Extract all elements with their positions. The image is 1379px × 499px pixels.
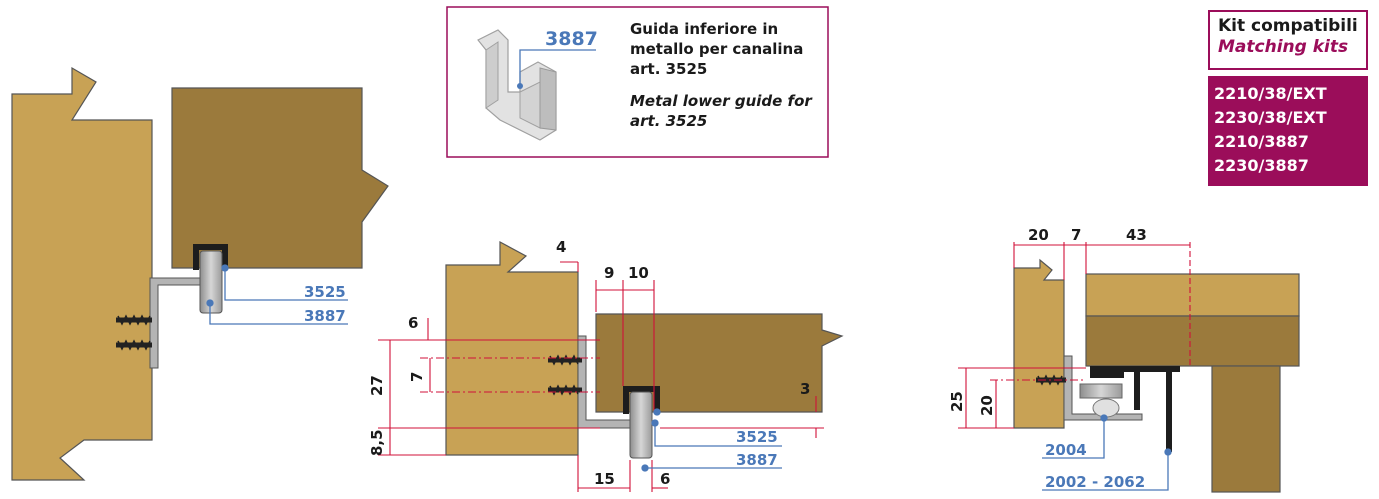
- popup-line3: art. 3525: [630, 60, 707, 78]
- left-ref-3525: 3525: [304, 283, 346, 301]
- right-wall-panel: [1013, 258, 1065, 429]
- dim-8-5: 8,5: [368, 429, 386, 456]
- middle-leaders: [641, 408, 782, 472]
- right-ref-2002-2062: 2002 - 2062: [1045, 473, 1145, 491]
- right-profile-2002: [1090, 366, 1180, 452]
- middle-ref-3525: 3525: [736, 428, 778, 446]
- right-leaders: [1042, 414, 1172, 491]
- dim-10: 10: [628, 264, 649, 282]
- left-view: 3525 3887: [11, 66, 389, 481]
- right-upper-board: [1085, 273, 1300, 317]
- popup-line1: Guida inferiore in: [630, 20, 778, 38]
- left-leaders: [206, 264, 348, 325]
- left-ref-3887: 3887: [304, 307, 346, 325]
- left-screws: [116, 314, 152, 351]
- dim-6-top: 6: [408, 314, 418, 332]
- popup-frame: [446, 6, 829, 158]
- dim-27: 27: [368, 375, 386, 396]
- dim-3: 3: [800, 380, 810, 398]
- popup-leader: [519, 49, 596, 86]
- dim-4: 4: [556, 238, 566, 256]
- left-wall-panel: [11, 66, 153, 481]
- popup-code: 3887: [545, 28, 598, 50]
- left-door-panel: [171, 87, 389, 269]
- right-bracket: [1063, 355, 1143, 421]
- dim-9: 9: [604, 264, 614, 282]
- popup-line2: metallo per canalina: [630, 40, 803, 58]
- popup-guide-info: 3887 Guida inferiore in metallo per cana…: [446, 6, 829, 158]
- right-dim-20-top: 20: [1028, 226, 1049, 244]
- kit-item: 2230/3887: [1214, 156, 1309, 175]
- right-profile-2004: [1079, 383, 1123, 418]
- right-dim-20-side: 20: [978, 395, 996, 416]
- kit-subtitle: Matching kits: [1218, 37, 1349, 57]
- right-dim-25: 25: [948, 391, 966, 412]
- middle-screws: [548, 354, 582, 396]
- left-guide-3887: [199, 250, 223, 314]
- right-dimension-lines: [958, 242, 1191, 429]
- dim-15: 15: [594, 470, 615, 488]
- kit-item: 2230/38/EXT: [1214, 108, 1327, 127]
- kit-list: 2210/38/EXT 2230/38/EXT 2210/3887 2230/3…: [1208, 76, 1368, 186]
- kit-item: 2210/3887: [1214, 132, 1309, 151]
- right-lower-leg: [1211, 365, 1281, 493]
- dim-7: 7: [408, 372, 426, 382]
- right-ref-2004: 2004: [1045, 441, 1087, 459]
- dim-6-bottom: 6: [660, 470, 670, 488]
- popup-line4: Metal lower guide for: [630, 92, 813, 110]
- popup-line5: art. 3525: [630, 112, 707, 130]
- middle-ref-3887: 3887: [736, 451, 778, 469]
- right-view: 20 7 43 25 20 2004 2002 - 2062: [948, 226, 1300, 493]
- compatible-kits-box: Kit compatibili Matching kits 2210/38/EX…: [1208, 10, 1368, 186]
- kit-title: Kit compatibili: [1218, 16, 1358, 36]
- kit-header: Kit compatibili Matching kits: [1208, 10, 1368, 70]
- right-dim-7: 7: [1071, 226, 1081, 244]
- middle-guide-3887: [629, 391, 653, 459]
- kit-item: 2210/38/EXT: [1214, 84, 1327, 103]
- right-door-panel: [1085, 315, 1300, 367]
- right-dim-43: 43: [1126, 226, 1147, 244]
- guide-product-image: [477, 29, 557, 141]
- middle-wall-panel: [445, 240, 579, 456]
- middle-view: 4 9 10 6 7 27 3 8,5 15 6 3525 3887: [368, 238, 844, 492]
- middle-dimension-lines: [378, 261, 824, 492]
